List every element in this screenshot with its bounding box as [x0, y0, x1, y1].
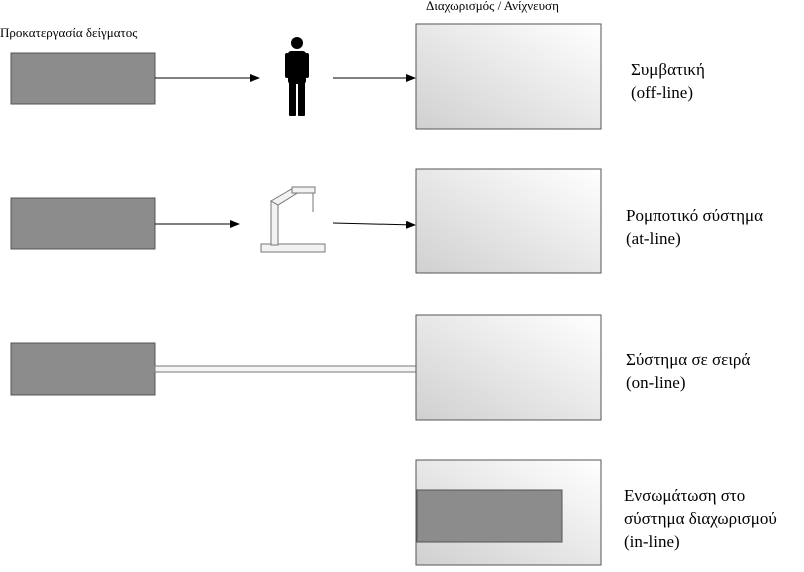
mode-label-line: (off-line) — [631, 83, 693, 102]
mode-label-line: Ενσωμάτωση στο — [624, 486, 746, 505]
mode-label-line: Συμβατική — [631, 60, 705, 79]
header-separation: Διαχωρισμός / Ανίχνευση — [426, 0, 559, 13]
mode-label-atline: Ρομποτικό σύστημα (at-line) — [626, 204, 763, 250]
robot-arm-icon — [260, 186, 326, 253]
prep-box — [10, 197, 156, 250]
row-online — [10, 314, 602, 421]
transfer-tube — [154, 365, 417, 373]
mode-label-line: (in-line) — [624, 532, 680, 551]
row-inline — [415, 459, 602, 566]
row-offline — [10, 23, 602, 130]
prep-box — [10, 52, 156, 105]
separation-box — [415, 23, 602, 130]
mode-label-line: (at-line) — [626, 229, 681, 248]
mode-label-line: Σύστημα σε σειρά — [626, 350, 751, 369]
prep-box — [10, 342, 156, 396]
mode-label-line: σύστημα διαχωρισμού — [624, 509, 777, 528]
mode-label-offline: Συμβατική (off-line) — [631, 58, 705, 104]
mode-label-line: (on-line) — [626, 373, 686, 392]
embedded-prep-box — [416, 489, 563, 543]
person-icon — [285, 37, 309, 116]
mode-label-line: Ρομποτικό σύστημα — [626, 206, 763, 225]
mode-label-online: Σύστημα σε σειρά (on-line) — [626, 348, 750, 394]
header-preprocessing: Προκατεργασία δείγματος — [0, 25, 138, 40]
separation-box — [415, 314, 602, 421]
separation-box — [415, 168, 602, 274]
mode-label-inline: Ενσωμάτωση στο σύστημα διαχωρισμού (in-l… — [624, 484, 777, 553]
arrow — [332, 220, 416, 229]
row-atline — [10, 168, 602, 274]
